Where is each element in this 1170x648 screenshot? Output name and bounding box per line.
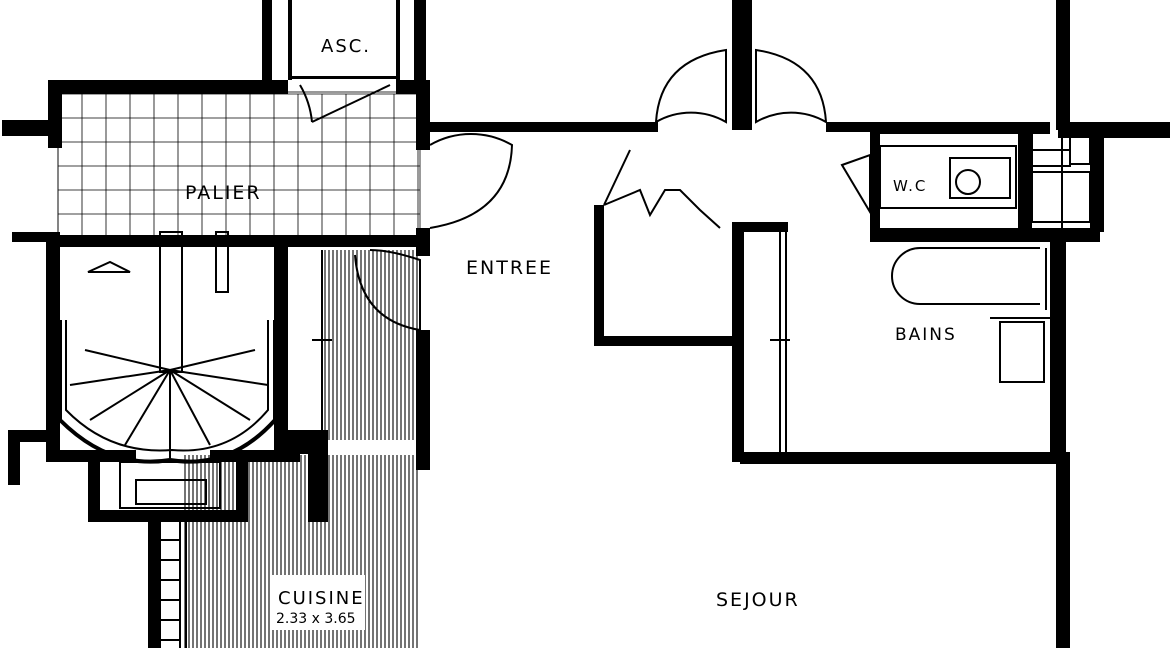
kitchen-dimensions: 2.33 x 3.65 xyxy=(276,611,356,627)
elevator-label: ASC. xyxy=(321,36,371,57)
kitchen-hatched-floor xyxy=(182,250,420,648)
staircase xyxy=(58,231,277,648)
kitchen-label: CUISINE xyxy=(278,588,365,609)
wc-label: W.C xyxy=(893,177,927,195)
bathroom-label: BAINS xyxy=(895,325,957,345)
landing-tile-grid xyxy=(57,91,421,238)
bathtub xyxy=(891,247,1050,383)
toilet-fixture xyxy=(879,145,1017,209)
fixtures-and-partitions xyxy=(312,133,1099,648)
living-room-label: SEJOUR xyxy=(716,589,800,611)
door-swings xyxy=(299,48,871,332)
entry-label: ENTREE xyxy=(466,257,553,279)
landing-label: PALIER xyxy=(185,182,262,204)
